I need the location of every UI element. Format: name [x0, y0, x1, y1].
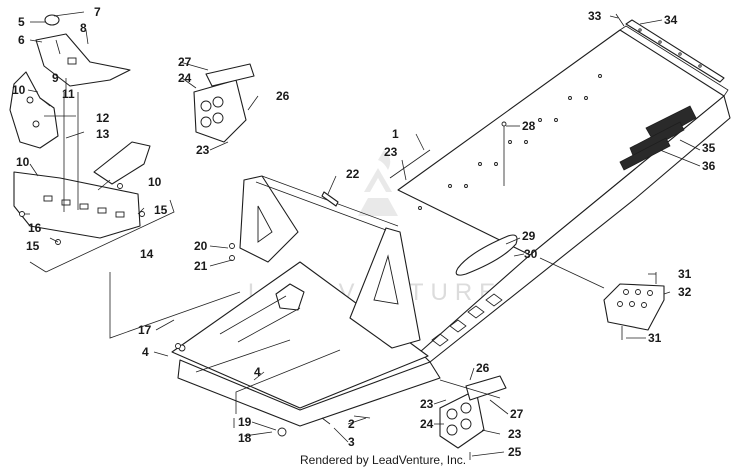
callout-13: 13: [96, 127, 110, 141]
callout-28: 28: [522, 119, 536, 133]
steering-bracket-assembly: [35, 14, 131, 87]
tunnel-rivets: [418, 74, 602, 210]
footrest-bracket-upper: [193, 63, 255, 143]
callout-15: 15: [154, 203, 168, 217]
callout-34: 34: [664, 13, 678, 27]
callout-21: 21: [194, 259, 208, 273]
callout-25: 25: [508, 445, 522, 459]
leader-lines: [24, 11, 701, 457]
watermark-logo: [358, 150, 398, 216]
callout-10: 10: [148, 175, 162, 189]
callout-1: 1: [392, 127, 399, 141]
running-board-holes: [617, 289, 653, 308]
footrest-bracket-lower: [439, 375, 507, 449]
callout-32: 32: [678, 285, 692, 299]
callout-19: 19: [238, 415, 252, 429]
callout-27: 27: [510, 407, 524, 421]
callout-26: 26: [276, 89, 290, 103]
callout-12: 12: [96, 111, 110, 125]
callout-29: 29: [522, 229, 536, 243]
callout-16: 16: [28, 221, 42, 235]
fasteners: [19, 13, 625, 460]
callout-18: 18: [238, 431, 252, 445]
tunnel-decal: [619, 105, 697, 171]
callout-7: 7: [94, 5, 101, 19]
side-cutouts: [431, 293, 503, 347]
callout-14: 14: [140, 247, 154, 261]
callout-23: 23: [196, 143, 210, 157]
callout-26: 26: [476, 361, 490, 375]
callout-11: 11: [62, 87, 75, 101]
side-plate-assembly: [9, 71, 151, 239]
callout-17: 17: [138, 323, 152, 337]
callout-6: 6: [18, 33, 25, 47]
callout-4: 4: [254, 365, 261, 379]
callout-30: 30: [524, 247, 538, 261]
footer-credit: Rendered by LeadVenture, Inc.: [300, 453, 466, 467]
callout-23: 23: [384, 145, 398, 159]
callout-15: 15: [26, 239, 40, 253]
callout-3: 3: [348, 435, 355, 449]
callout-22: 22: [346, 167, 360, 181]
running-board-bracket: [603, 272, 665, 340]
callout-31: 31: [648, 331, 662, 345]
support-plate-holes: [43, 195, 125, 218]
callout-5: 5: [18, 15, 25, 29]
tunnel-slot-cutout: [455, 234, 518, 276]
callout-23: 23: [420, 397, 434, 411]
callout-24: 24: [420, 417, 434, 431]
chassis-tunnel: [397, 25, 731, 363]
callout-35: 35: [702, 141, 716, 155]
callout-23: 23: [508, 427, 522, 441]
callout-2: 2: [348, 417, 355, 431]
rear-bumper: [625, 19, 725, 83]
callout-24: 24: [178, 71, 192, 85]
callout-9: 9: [52, 71, 59, 85]
callout-10: 10: [16, 155, 30, 169]
callout-27: 27: [178, 55, 192, 69]
callout-4: 4: [142, 345, 149, 359]
callout-33: 33: [588, 9, 602, 23]
callout-31: 31: [678, 267, 692, 281]
callout-36: 36: [702, 159, 716, 173]
front-bulkhead: [171, 175, 441, 437]
callout-20: 20: [194, 239, 208, 253]
callout-labels: 7 5 8 6 9 10 11 12 13 10 10 15 16 15 14 …: [12, 5, 716, 459]
callout-10: 10: [12, 83, 26, 97]
callout-8: 8: [80, 21, 87, 35]
